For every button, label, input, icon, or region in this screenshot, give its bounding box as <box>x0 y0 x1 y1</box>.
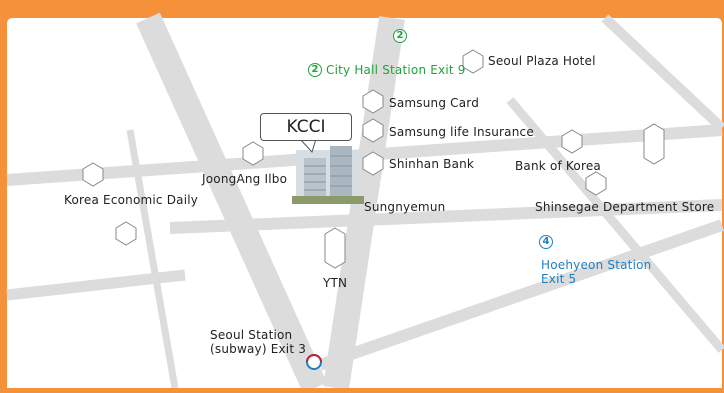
hexagon-icon <box>643 123 665 165</box>
hexagon-icon <box>561 129 583 154</box>
landmark-label-samsung-card: Samsung Card <box>389 96 480 110</box>
landmark-label-joongang-ilbo: JoongAng Ilbo <box>202 172 288 186</box>
road-diagonal-left <box>136 12 327 393</box>
hexagon-icon <box>362 89 384 114</box>
landmark-label-shinsegae: Shinsegae Department Store <box>535 200 715 214</box>
hexagon-icon <box>115 221 137 246</box>
landmark-label-samsung-life: Samsung life Insurance <box>389 125 534 139</box>
hexagon-icon <box>462 49 484 74</box>
hexagon-icon <box>242 141 264 166</box>
line-2-badge: 2 <box>393 29 407 43</box>
seoul-station-marker <box>306 354 322 370</box>
line-4-badge: 4 <box>539 235 553 249</box>
road-diagonal-right <box>318 219 724 371</box>
road-left-vertical <box>126 129 179 389</box>
road-mid-cross <box>169 199 723 234</box>
kcci-callout: KCCI <box>260 113 352 141</box>
landmark-markers <box>82 49 665 269</box>
kcci-building-icon <box>292 146 364 204</box>
hexagon-icon <box>362 151 384 176</box>
landmark-label-ytn: YTN <box>323 276 348 290</box>
hexagon-icon <box>324 227 346 269</box>
line-2-badge: 2 <box>308 63 322 77</box>
hexagon-icon <box>362 118 384 143</box>
landmark-label-sungnyemun: Sungnyemun <box>364 200 446 214</box>
landmark-label-bank-of-korea: Bank of Korea <box>515 159 601 173</box>
landmark-label-shinhan-bank: Shinhan Bank <box>389 157 475 171</box>
road-ne <box>601 14 724 132</box>
landmark-label-korea-economic-daily: Korea Economic Daily <box>64 193 199 207</box>
seoul-station-label: Seoul Station (subway) Exit 3 <box>210 328 307 356</box>
hexagon-icon <box>82 162 104 187</box>
road-top-cross <box>6 124 723 186</box>
hoehyeon-station-label: Hoehyeon Station Exit 5 <box>541 258 652 286</box>
road-se <box>506 97 724 353</box>
city-hall-station-label: City Hall Station Exit 9 <box>326 63 466 77</box>
landmark-label-seoul-plaza-hotel: Seoul Plaza Hotel <box>488 54 596 68</box>
hexagon-icon <box>585 171 607 196</box>
